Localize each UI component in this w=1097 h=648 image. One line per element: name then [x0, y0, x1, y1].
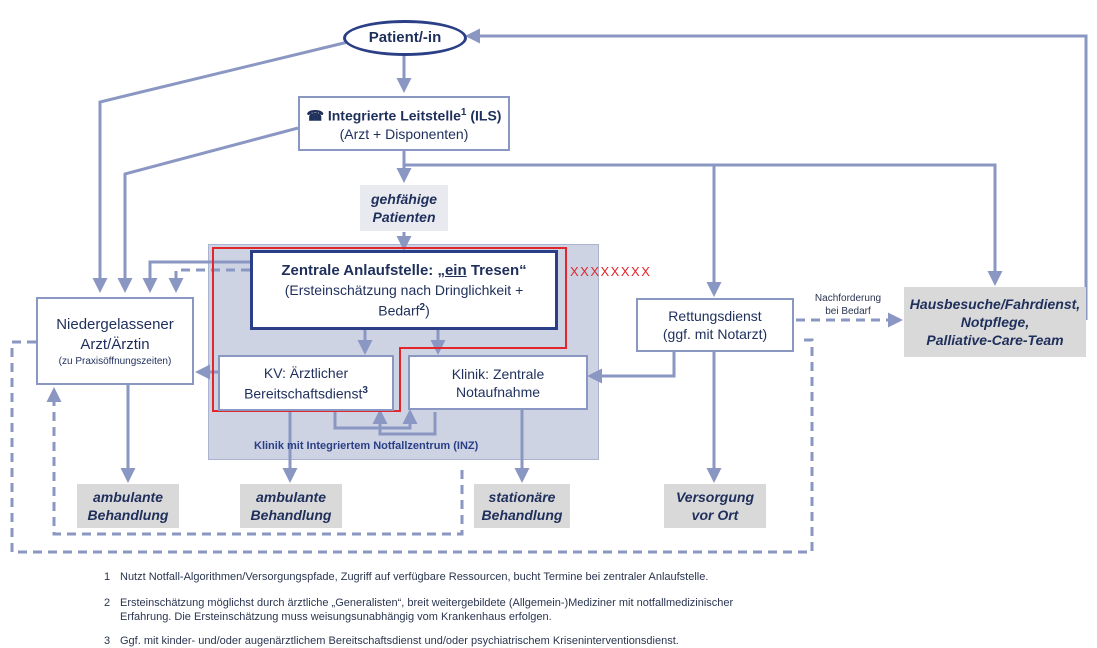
edge-zentrale-arzt	[142, 260, 250, 293]
ils-subtitle: (Arzt + Disponenten)	[339, 125, 469, 142]
rettungsdienst-node: Rettungsdienst (ggf. mit Notarzt)	[636, 298, 794, 352]
cross-marks: XXXXXXXX	[570, 264, 651, 279]
edge-loop-patient	[465, 28, 1088, 320]
kv-node: KV: Ärztlicher Bereitschaftsdienst3	[218, 355, 394, 411]
zentrale-title: Zentrale Anlaufstelle: „ein Tresen“	[281, 261, 527, 279]
phone-icon: ☎	[306, 107, 324, 124]
edge-ils-hausbesuche	[714, 163, 1003, 286]
ils-node: ☎ Integrierte Leitstelle1 (ILS) (Arzt + …	[298, 96, 510, 151]
edge-ils-arzt	[117, 126, 299, 293]
ambulant-behandlung-node-1: ambulante Behandlung	[77, 484, 179, 528]
hausbesuche-node: Hausbesuche/Fahrdienst, Notpflege, Palli…	[904, 287, 1086, 357]
nachforderung-label: Nachforderung bei Bedarf	[814, 293, 882, 317]
edge-klinik-kv	[372, 409, 437, 436]
versorgung-vor-ort-node: Versorgung vor Ort	[664, 484, 766, 528]
edge-rettung-klinik	[587, 352, 676, 384]
ambulant-behandlung-node-2: ambulante Behandlung	[240, 484, 342, 528]
edge-dashed-outer-loop	[10, 338, 814, 554]
patient-label: Patient/-in	[368, 29, 442, 46]
ils-title: ☎ Integrierte Leitstelle1 (ILS)	[306, 107, 502, 124]
niedergelassener-node: Niedergelassener Arzt/Ärztin (zu Praxisö…	[36, 297, 194, 385]
klinik-node: Klinik: Zentrale Notaufnahme	[408, 355, 588, 410]
edge-patient-arzt	[92, 40, 349, 293]
edge-dashed-return-arzt	[46, 387, 464, 536]
patient-node: Patient/-in	[343, 20, 467, 56]
edge-kv-klinik	[333, 409, 418, 430]
stationaer-behandlung-node: stationäre Behandlung	[474, 484, 570, 528]
inz-label: Klinik mit Integriertem Notfallzentrum (…	[254, 440, 479, 452]
gehfaehige-node: gehfähige Patienten	[360, 185, 448, 231]
zentrale-node: Zentrale Anlaufstelle: „ein Tresen“ (Ers…	[250, 250, 558, 330]
